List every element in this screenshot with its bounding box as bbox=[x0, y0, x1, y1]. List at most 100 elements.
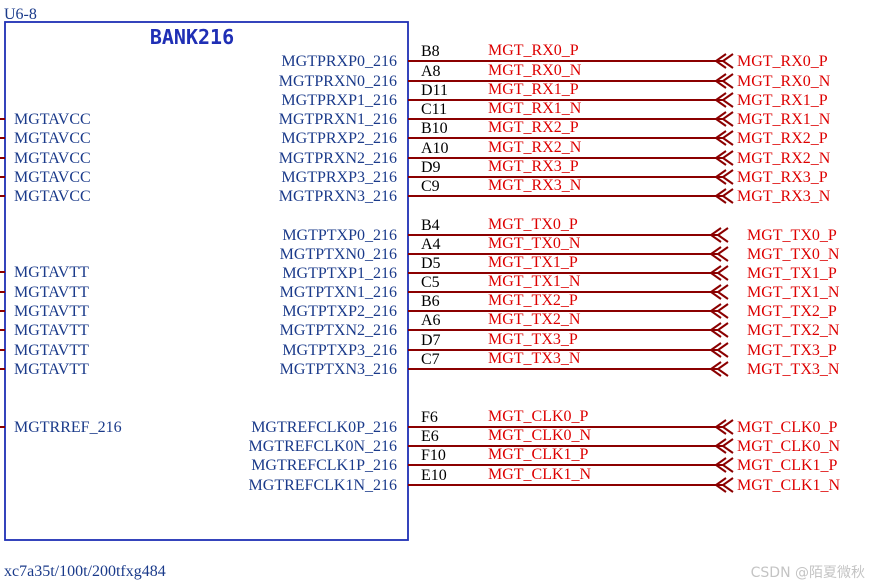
pin-number: A4 bbox=[421, 236, 441, 253]
pin-number: B6 bbox=[421, 293, 440, 310]
net-label: MGT_RX0_P bbox=[488, 42, 579, 59]
net-label: MGT_RX3_N bbox=[488, 177, 582, 194]
watermark: CSDN @陌夏微秋 bbox=[751, 565, 865, 581]
port-chevron-icon bbox=[709, 361, 729, 377]
net-label: MGT_TX3_N bbox=[488, 350, 581, 367]
pin-number: D11 bbox=[421, 82, 448, 99]
left-pin-label: MGTAVTT bbox=[14, 361, 89, 378]
part-reference: U6-8 bbox=[4, 6, 37, 23]
left-pin-label: MGTAVCC bbox=[14, 130, 91, 147]
net-label: MGT_CLK1_N bbox=[488, 466, 592, 483]
port-label: MGT_TX0_N bbox=[747, 246, 840, 263]
port-label: MGT_RX0_P bbox=[737, 53, 828, 70]
pin-name: MGTPRXN1_216 bbox=[279, 111, 397, 128]
port-label: MGT_RX0_N bbox=[737, 73, 831, 90]
port-chevron-icon bbox=[714, 92, 734, 108]
left-pin-label: MGTAVCC bbox=[14, 111, 91, 128]
net-label: MGT_RX3_P bbox=[488, 158, 579, 175]
pin-name: MGTPRXN0_216 bbox=[279, 73, 397, 90]
port-label: MGT_RX3_P bbox=[737, 169, 828, 186]
pin-name: MGTREFCLK0N_216 bbox=[249, 438, 397, 455]
part-body bbox=[4, 21, 409, 541]
pin-number: A10 bbox=[421, 140, 449, 157]
left-pin-label: MGTAVTT bbox=[14, 322, 89, 339]
port-label: MGT_RX2_P bbox=[737, 130, 828, 147]
pin-name: MGTPTXP1_216 bbox=[282, 265, 397, 282]
port-chevron-icon bbox=[709, 265, 729, 281]
port-label: MGT_TX1_N bbox=[747, 284, 840, 301]
pin-name: MGTPTXN1_216 bbox=[280, 284, 397, 301]
net-label: MGT_TX1_N bbox=[488, 273, 581, 290]
port-chevron-icon bbox=[714, 130, 734, 146]
pin-name: MGTPTXP2_216 bbox=[282, 303, 397, 320]
pin-number: A6 bbox=[421, 312, 441, 329]
net-label: MGT_CLK0_N bbox=[488, 427, 592, 444]
part-number-footer: xc7a35t/100t/200tfxg484 bbox=[4, 563, 166, 580]
left-pin-label: MGTRREF_216 bbox=[14, 419, 122, 436]
net-label: MGT_TX0_N bbox=[488, 235, 581, 252]
port-chevron-icon bbox=[709, 342, 729, 358]
net-label: MGT_TX3_P bbox=[488, 331, 578, 348]
pin-number: C11 bbox=[421, 101, 447, 118]
port-chevron-icon bbox=[709, 303, 729, 319]
port-chevron-icon bbox=[714, 419, 734, 435]
net-label: MGT_TX2_N bbox=[488, 311, 581, 328]
net-label: MGT_CLK1_P bbox=[488, 446, 589, 463]
pin-number: F6 bbox=[421, 409, 438, 426]
pin-name: MGTREFCLK0P_216 bbox=[251, 419, 397, 436]
pin-name: MGTREFCLK1N_216 bbox=[249, 477, 397, 494]
port-label: MGT_TX0_P bbox=[747, 227, 837, 244]
port-chevron-icon bbox=[714, 438, 734, 454]
net-label: MGT_TX0_P bbox=[488, 216, 578, 233]
port-label: MGT_TX2_N bbox=[747, 322, 840, 339]
pin-name: MGTPRXP3_216 bbox=[281, 169, 397, 186]
left-pin-label: MGTAVTT bbox=[14, 284, 89, 301]
port-chevron-icon bbox=[714, 73, 734, 89]
net-label: MGT_TX2_P bbox=[488, 292, 578, 309]
pin-name: MGTREFCLK1P_216 bbox=[251, 457, 397, 474]
pin-number: F10 bbox=[421, 447, 446, 464]
port-label: MGT_CLK0_N bbox=[737, 438, 841, 455]
port-label: MGT_RX1_N bbox=[737, 111, 831, 128]
port-label: MGT_RX2_N bbox=[737, 150, 831, 167]
pin-name: MGTPRXN2_216 bbox=[279, 150, 397, 167]
port-label: MGT_TX3_P bbox=[747, 342, 837, 359]
port-chevron-icon bbox=[714, 169, 734, 185]
port-label: MGT_CLK0_P bbox=[737, 419, 838, 436]
port-label: MGT_TX1_P bbox=[747, 265, 837, 282]
port-label: MGT_CLK1_N bbox=[737, 477, 841, 494]
port-label: MGT_RX1_P bbox=[737, 92, 828, 109]
net-label: MGT_RX2_N bbox=[488, 139, 582, 156]
port-chevron-icon bbox=[709, 322, 729, 338]
port-chevron-icon bbox=[714, 477, 734, 493]
pin-number: E10 bbox=[421, 467, 447, 484]
pin-name: MGTPRXP1_216 bbox=[281, 92, 397, 109]
port-chevron-icon bbox=[714, 53, 734, 69]
pin-name: MGTPRXP0_216 bbox=[281, 53, 397, 70]
left-pin-label: MGTAVCC bbox=[14, 188, 91, 205]
pin-name: MGTPTXP0_216 bbox=[282, 227, 397, 244]
net-label: MGT_RX0_N bbox=[488, 62, 582, 79]
net-label: MGT_RX1_N bbox=[488, 100, 582, 117]
left-pin-label: MGTAVTT bbox=[14, 303, 89, 320]
pin-number: C9 bbox=[421, 178, 440, 195]
port-chevron-icon bbox=[714, 188, 734, 204]
port-label: MGT_TX3_N bbox=[747, 361, 840, 378]
pin-number: D9 bbox=[421, 159, 441, 176]
port-chevron-icon bbox=[714, 150, 734, 166]
port-label: MGT_CLK1_P bbox=[737, 457, 838, 474]
port-chevron-icon bbox=[709, 246, 729, 262]
port-chevron-icon bbox=[709, 227, 729, 243]
pin-number: B4 bbox=[421, 217, 440, 234]
pin-number: A8 bbox=[421, 63, 441, 80]
left-pin-label: MGTAVCC bbox=[14, 169, 91, 186]
port-chevron-icon bbox=[714, 457, 734, 473]
pin-name: MGTPRXN3_216 bbox=[279, 188, 397, 205]
left-pin-label: MGTAVCC bbox=[14, 150, 91, 167]
net-label: MGT_RX1_P bbox=[488, 81, 579, 98]
net-label: MGT_TX1_P bbox=[488, 254, 578, 271]
pin-number: B10 bbox=[421, 120, 448, 137]
pin-number: C5 bbox=[421, 274, 440, 291]
pin-name: MGTPTXN0_216 bbox=[280, 246, 397, 263]
